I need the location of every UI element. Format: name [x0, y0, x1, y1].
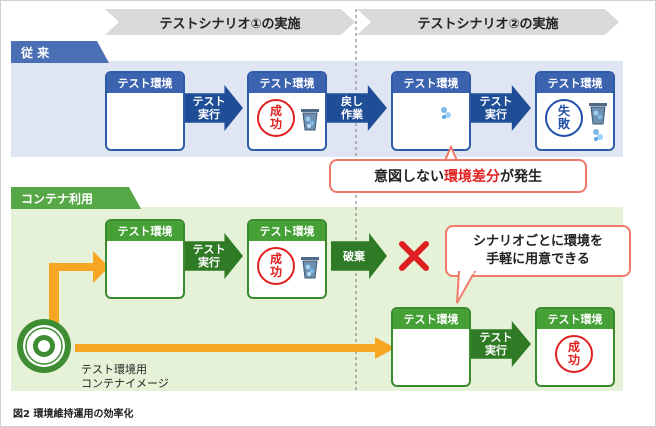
per-scenario-env-callout: シナリオごとに環境を 手軽に用意できる: [445, 225, 631, 277]
failure-seal: 失敗: [545, 99, 583, 137]
seal-char: 失: [557, 104, 570, 118]
seal-char: 成: [269, 104, 282, 118]
arrow-label: テスト: [479, 331, 513, 344]
seal-char: 功: [567, 353, 580, 367]
success-seal: 成功: [257, 99, 295, 137]
env-header: テスト環境: [249, 221, 325, 241]
discard-cross-icon: [399, 241, 429, 271]
arrow-label: テスト: [192, 95, 226, 108]
orange-arrow-up: [49, 251, 109, 331]
test-environment-box: テスト環境: [391, 71, 471, 151]
env-header: テスト環境: [107, 73, 183, 93]
test-environment-box: テスト環境: [105, 71, 185, 151]
trash-bin-icon: [301, 257, 319, 279]
orange-arrow-right: [75, 337, 395, 359]
residual-file-icon: [593, 129, 603, 141]
seal-char: 成: [567, 340, 580, 354]
env-header: テスト環境: [393, 73, 469, 93]
env-header: テスト環境: [107, 221, 183, 241]
section-tag-container: コンテナ利用: [11, 187, 141, 209]
label-line: コンテナイメージ: [81, 377, 169, 390]
env-diff-callout: 意図しない環境差分が発生: [329, 159, 587, 193]
seal-char: 功: [269, 265, 282, 279]
test-environment-box: テスト環境: [391, 307, 471, 387]
arrow-label: 戻し: [341, 95, 363, 108]
figure-caption: 図2 環境維持運用の効率化: [13, 409, 134, 420]
arrow-label: 実行: [485, 108, 507, 121]
callout-text: 意図しない: [374, 169, 444, 185]
phase-label: テストシナリオ②の実施: [417, 16, 559, 32]
container-image-disc-icon: [17, 319, 71, 373]
arrow-label: 実行: [198, 256, 220, 269]
seal-char: 功: [269, 117, 282, 131]
section-label: 従 来: [21, 45, 50, 60]
phase-header-scenario2: テストシナリオ②の実施: [357, 9, 619, 35]
env-header: テスト環境: [537, 73, 613, 93]
callout-pointer: [456, 271, 477, 304]
seal-char: 成: [269, 252, 282, 266]
test-environment-box: テスト環境: [535, 307, 615, 387]
phase-header-scenario1: テストシナリオ①の実施: [105, 9, 355, 35]
callout-text: 手軽に用意できる: [486, 252, 590, 267]
callout-text: が発生: [500, 169, 542, 185]
arrow-label: 実行: [485, 344, 507, 357]
callout-text: シナリオごとに環境を: [472, 234, 603, 249]
test-environment-box: テスト環境: [105, 219, 185, 299]
trash-bin-icon: [589, 103, 607, 125]
trash-bin-icon: [301, 109, 319, 131]
container-image-label: テスト環境用 コンテナイメージ: [81, 363, 169, 391]
seal-char: 敗: [557, 117, 570, 131]
success-seal: 成功: [257, 247, 295, 285]
env-header: テスト環境: [537, 309, 613, 329]
section-label: コンテナ利用: [21, 191, 94, 206]
callout-highlight: 環境差分: [444, 169, 500, 185]
env-header: テスト環境: [393, 309, 469, 329]
section-tag-conventional: 従 来: [11, 41, 109, 63]
phase-label: テストシナリオ①の実施: [159, 16, 301, 32]
env-header: テスト環境: [249, 73, 325, 93]
phase-divider: [355, 9, 357, 393]
arrow-label: 作業: [341, 108, 363, 121]
arrow-label: 実行: [198, 108, 220, 121]
arrow-label: テスト: [479, 95, 513, 108]
residual-file-icon: [441, 107, 451, 119]
success-seal: 成功: [555, 335, 593, 373]
arrow-label: 破棄: [343, 249, 365, 263]
arrow-label: テスト: [192, 243, 226, 256]
label-line: テスト環境用: [81, 363, 147, 376]
